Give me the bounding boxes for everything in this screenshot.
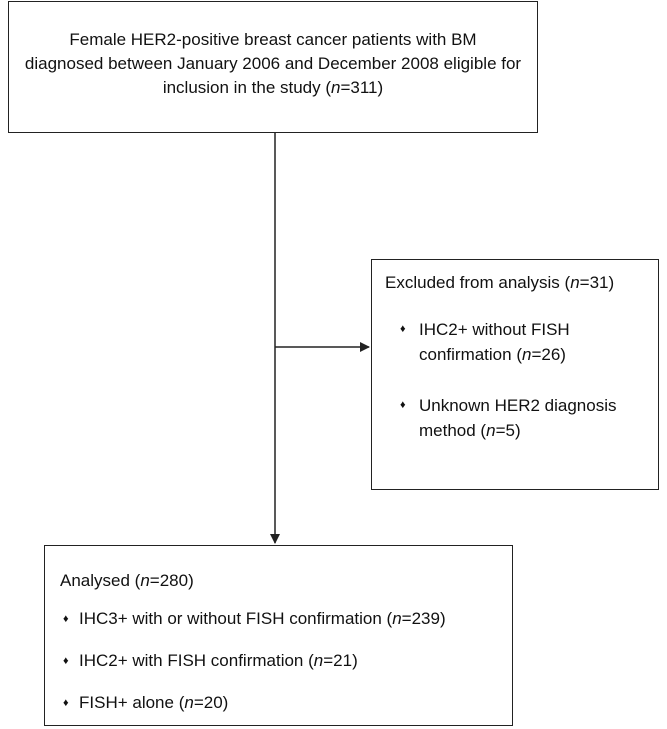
excluded-item-line-2-prefix: confirmation ( [419, 345, 522, 364]
analysed-item: ♦ IHC3+ with or without FISH confirmation… [63, 607, 446, 631]
analysed-title-prefix: Analysed ( [60, 571, 141, 590]
eligible-count: =311) [340, 78, 384, 97]
analysed-item-count: =20) [193, 693, 229, 712]
excluded-item-line-2-prefix: method ( [419, 421, 487, 440]
n-label: n [313, 651, 324, 670]
excluded-item-line-2: method (n=5) [419, 418, 617, 443]
bullet-diamond-icon: ♦ [63, 613, 69, 625]
excluded-item-line-1: Unknown HER2 diagnosis [419, 396, 617, 415]
excluded-item-text: IHC2+ without FISH confirmation (n=26) [419, 317, 570, 367]
n-label: n [184, 693, 194, 712]
excluded-title: Excluded from analysis (n=31) [385, 271, 614, 295]
analysed-item-prefix: FISH+ alone ( [79, 693, 185, 712]
analysed-title: Analysed (n=280) [60, 569, 194, 593]
n-label: n [486, 421, 496, 440]
excluded-count: =31) [579, 273, 615, 292]
excluded-box: Excluded from analysis (n=31) ♦ IHC2+ wi… [371, 259, 659, 490]
bullet-diamond-icon: ♦ [400, 399, 406, 411]
bullet-diamond-icon: ♦ [400, 323, 406, 335]
analysed-box: Analysed (n=280) ♦IHC3+ with or without … [44, 545, 513, 726]
bullet-diamond-icon: ♦ [63, 655, 69, 667]
bullet-diamond-icon: ♦ [63, 697, 69, 709]
eligible-patients-text: Female HER2-positive breast cancer patie… [9, 28, 537, 100]
excluded-item-text: Unknown HER2 diagnosis method (n=5) [419, 393, 617, 443]
n-label: n [331, 78, 341, 97]
excluded-item-line-1: IHC2+ without FISH [419, 320, 570, 339]
excluded-title-prefix: Excluded from analysis ( [385, 273, 571, 292]
analysed-item-count: =239) [401, 609, 446, 628]
analysed-item: ♦ IHC2+ with FISH confirmation (n=21) [63, 649, 358, 673]
n-label: n [521, 345, 532, 364]
n-label: n [140, 571, 150, 590]
excluded-item-line-2: confirmation (n=26) [419, 342, 570, 367]
excluded-item-count: =5) [495, 421, 521, 440]
eligible-line-3: inclusion in the study (n=311) [9, 76, 537, 100]
n-label: n [570, 273, 580, 292]
analysed-item-prefix: IHC3+ with or without FISH confirmation … [79, 609, 393, 628]
n-label: n [392, 609, 402, 628]
analysed-item-count: =21) [323, 651, 358, 670]
eligible-line-1: Female HER2-positive breast cancer patie… [69, 30, 477, 49]
analysed-item: ♦ FISH+ alone (n=20) [63, 691, 228, 715]
eligible-patients-box: Female HER2-positive breast cancer patie… [8, 1, 538, 133]
eligible-line-2: diagnosed between January 2006 and Decem… [24, 54, 522, 73]
excluded-item-count: =26) [531, 345, 566, 364]
analysed-item-prefix: IHC2+ with FISH confirmation ( [79, 651, 314, 670]
analysed-count: =280) [149, 571, 194, 590]
eligible-line-3-prefix: inclusion in the study ( [162, 78, 332, 97]
